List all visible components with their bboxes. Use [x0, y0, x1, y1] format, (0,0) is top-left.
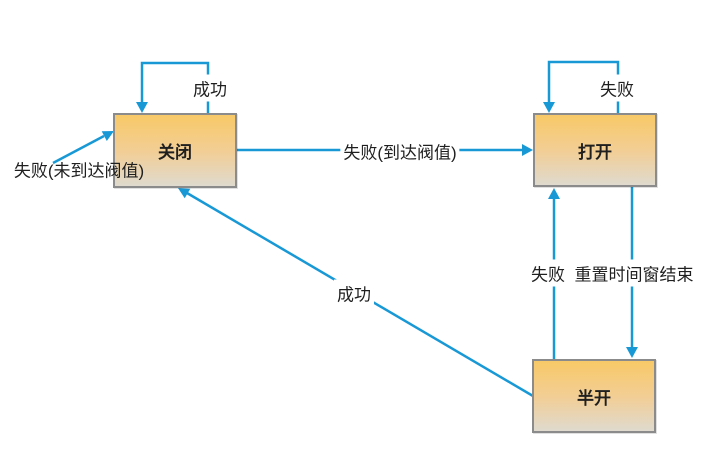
node-half-open: 半开 [532, 359, 656, 433]
edge-label-closed-self: 成功 [190, 74, 230, 102]
arrowhead-failure-below-threshold-icon [101, 131, 114, 141]
edge-label-half-open-to-open: 失败 [528, 259, 568, 287]
arrowhead-closed-to-open-icon [522, 144, 533, 156]
arrowhead-open-to-half-open-icon [626, 347, 638, 358]
node-open-label: 打开 [578, 142, 612, 162]
edge-label-open-to-half-open: 重置时间窗结束 [571, 259, 697, 287]
edge-label-open-self: 失败 [597, 74, 637, 102]
arrowhead-half-open-to-closed-icon [178, 188, 191, 199]
node-half-open-label: 半开 [577, 388, 611, 408]
edge-label-failure-below-threshold: 失败(未到达阀值) [13, 161, 145, 181]
arrowhead-closed-self-icon [136, 102, 148, 113]
node-open: 打开 [533, 113, 657, 187]
arrowhead-half-open-to-open-icon [548, 188, 560, 199]
edge-label-closed-to-open: 失败(到达阀值) [340, 137, 460, 165]
edge-failure-below-threshold-line [52, 134, 105, 165]
node-closed: 关闭 [113, 113, 237, 188]
node-closed-label: 关闭 [158, 143, 192, 162]
arrowhead-open-self-icon [543, 102, 555, 113]
edge-label-half-open-to-closed: 成功 [334, 279, 374, 307]
